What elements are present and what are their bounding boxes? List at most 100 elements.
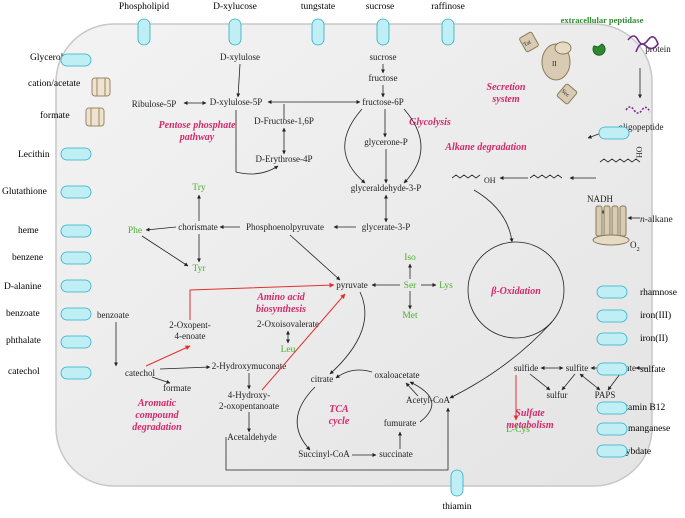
node-d-xylulose: D-xylulose: [220, 52, 260, 62]
red-arrow-oxopent-pyruvate: [189, 282, 335, 320]
node-fructose: fructose: [369, 73, 398, 83]
node-sulfite: sulfite: [566, 363, 589, 373]
transporter-d-alanine: [60, 279, 92, 293]
transporter-d-xylucose: [228, 18, 242, 46]
node-glycerate-3p: glycerate-3-P: [362, 222, 410, 232]
transporter-label-glutathione: Glutathione: [2, 187, 47, 197]
sulfite-paps: [579, 373, 601, 391]
tca-acetylcoa-oxalo: [405, 382, 419, 397]
alkane-chain-input: [599, 158, 641, 163]
transporter-label-thiamin: thiamin: [442, 502, 471, 512]
alkb-base: [592, 234, 630, 246]
alkane-chain-alcohol: [529, 174, 563, 179]
arrow-f6p-g3p-curve-right: [403, 108, 422, 184]
pathway-beta-oxidation: β-Oxidation: [490, 286, 541, 297]
transporter-label-benzoate: benzoate: [6, 309, 40, 319]
arrow-xyl5p-e4p-loop: [235, 110, 279, 175]
transporter-label-benzene: benzene: [12, 253, 43, 263]
transporter-phthalate: [60, 335, 92, 349]
transporter-glutathione: [60, 185, 92, 199]
arrow-f6p-g3p-curve: [344, 108, 366, 184]
transporter-label-vitamin-b12: vitamin B12: [618, 403, 665, 413]
alkane-chain-acid: [451, 174, 481, 179]
node-n-alkane: n-alkane: [640, 215, 673, 225]
transporter-vitamin-b12: [596, 401, 628, 415]
transporter-raffinose: [441, 18, 455, 46]
pathway-tca-line2: cycle: [329, 416, 350, 427]
node-oh: OH: [484, 176, 496, 185]
node-extracellular-peptidase: extracellular peptidase: [561, 15, 644, 25]
node-nadh: NADH: [587, 194, 613, 204]
pathway-glycolysis: Glycolysis: [409, 117, 451, 128]
alkane-hydroxylase: [592, 205, 630, 246]
sec-channel: [556, 83, 578, 105]
node-2-oxoisovalerate: 2-Oxoisovalerate: [257, 319, 319, 329]
tca-citrate-succinylcoa: [296, 386, 316, 451]
node-protein: protein: [645, 44, 671, 54]
amino-try: Try: [192, 183, 206, 193]
node-sulfide: sulfide: [514, 363, 539, 373]
amino-lys: Lys: [439, 281, 453, 291]
tat-channel: [519, 31, 539, 53]
pathway-aromatic-line3: degradation: [132, 422, 182, 433]
beta-oxidation-circle: [467, 241, 565, 339]
arrow-beta-acetylcoa: [449, 321, 553, 399]
node-oxaloacetate: oxaloacetate: [375, 370, 420, 380]
node-benzoate: benzoate: [97, 310, 129, 320]
node-chorismate: chorismate: [178, 222, 218, 232]
transporter-label-phospholipid: Phospholipid: [119, 2, 169, 12]
node-ribulose-5p: Ribulose-5P: [132, 99, 177, 109]
arrow-alkane-beta: [473, 189, 514, 243]
alkb-helix-4: [619, 205, 627, 237]
transporter-label-iron-iii: iron(III): [640, 310, 671, 321]
amino-iso: Iso: [404, 253, 416, 263]
transporter-label-heme: heme: [18, 226, 39, 236]
node-glycerone-p: glycerone-P: [364, 137, 407, 147]
transporter-iron-ii: [596, 332, 628, 346]
node-pyruvate: pyruvate: [336, 280, 368, 290]
transporter-phospholipid: [137, 18, 151, 46]
amino-tyr: Tyr: [192, 264, 206, 274]
transporter-manganese: [596, 422, 628, 436]
transporter-label-formate: formate: [40, 110, 70, 121]
amino-met: Met: [402, 311, 418, 321]
transporter-sulfate: [596, 362, 628, 376]
pathway-tca-line1: TCA: [329, 404, 349, 415]
peptidase-icon: [592, 43, 606, 56]
node-o2: O2: [630, 240, 640, 253]
arrow-phe-tyr: [141, 235, 189, 267]
node-citrate: citrate: [311, 374, 333, 384]
transporter-label-tungstate: tungstate: [301, 2, 335, 12]
transporter-label-raffinose: raffinose: [431, 1, 465, 12]
type-ii-secretin-ring: [554, 41, 572, 55]
transporter-benzene: [60, 251, 92, 265]
node-ho: HO: [635, 146, 644, 158]
node-pep: Phosphoenolpyruvate: [246, 222, 324, 232]
node-2-oxopent-line2: 4-enoate: [175, 331, 206, 341]
pathway-secretion-line1: Secretion: [487, 82, 526, 93]
node-4-hydroxy-line2: 2-oxopentanoate: [219, 401, 279, 411]
cell-membrane: [55, 23, 653, 487]
transporter-heme: [60, 224, 92, 238]
ii-label: II: [552, 60, 557, 68]
node-succinate: succinate: [379, 449, 412, 459]
sulfide-sulfur: [529, 373, 551, 391]
oligopeptide-icon: [625, 106, 651, 114]
transporter-label-d-xylucose: D-xylucose: [213, 2, 257, 12]
transporter-benzoate: [60, 307, 92, 321]
tat-label: Tat: [523, 39, 533, 48]
node-sucrose: sucrose: [370, 52, 397, 62]
amino-leu: Leu: [281, 345, 296, 355]
transporter-label-sucrose: sucrose: [366, 2, 395, 12]
arrow-pyruvate-citrate: [329, 291, 366, 375]
pathway-alkane: Alkane degradation: [444, 142, 527, 153]
pathway-sulfate-line2: metabolism: [506, 420, 553, 431]
transporter-label-molybdate: molybdate: [611, 447, 651, 457]
transporter-label-cation-acetate: cation/acetate: [28, 79, 80, 89]
pathway-amino-line1: Amino acid: [256, 292, 306, 303]
transporter-label-glycerol: Glycerol: [30, 53, 64, 63]
sulfite-sulfur: [561, 373, 576, 391]
node-fructose-6p: fructose-6P: [362, 97, 404, 107]
transporter-oligopeptide: [598, 126, 630, 140]
transporter-iron-iii: [596, 309, 628, 323]
